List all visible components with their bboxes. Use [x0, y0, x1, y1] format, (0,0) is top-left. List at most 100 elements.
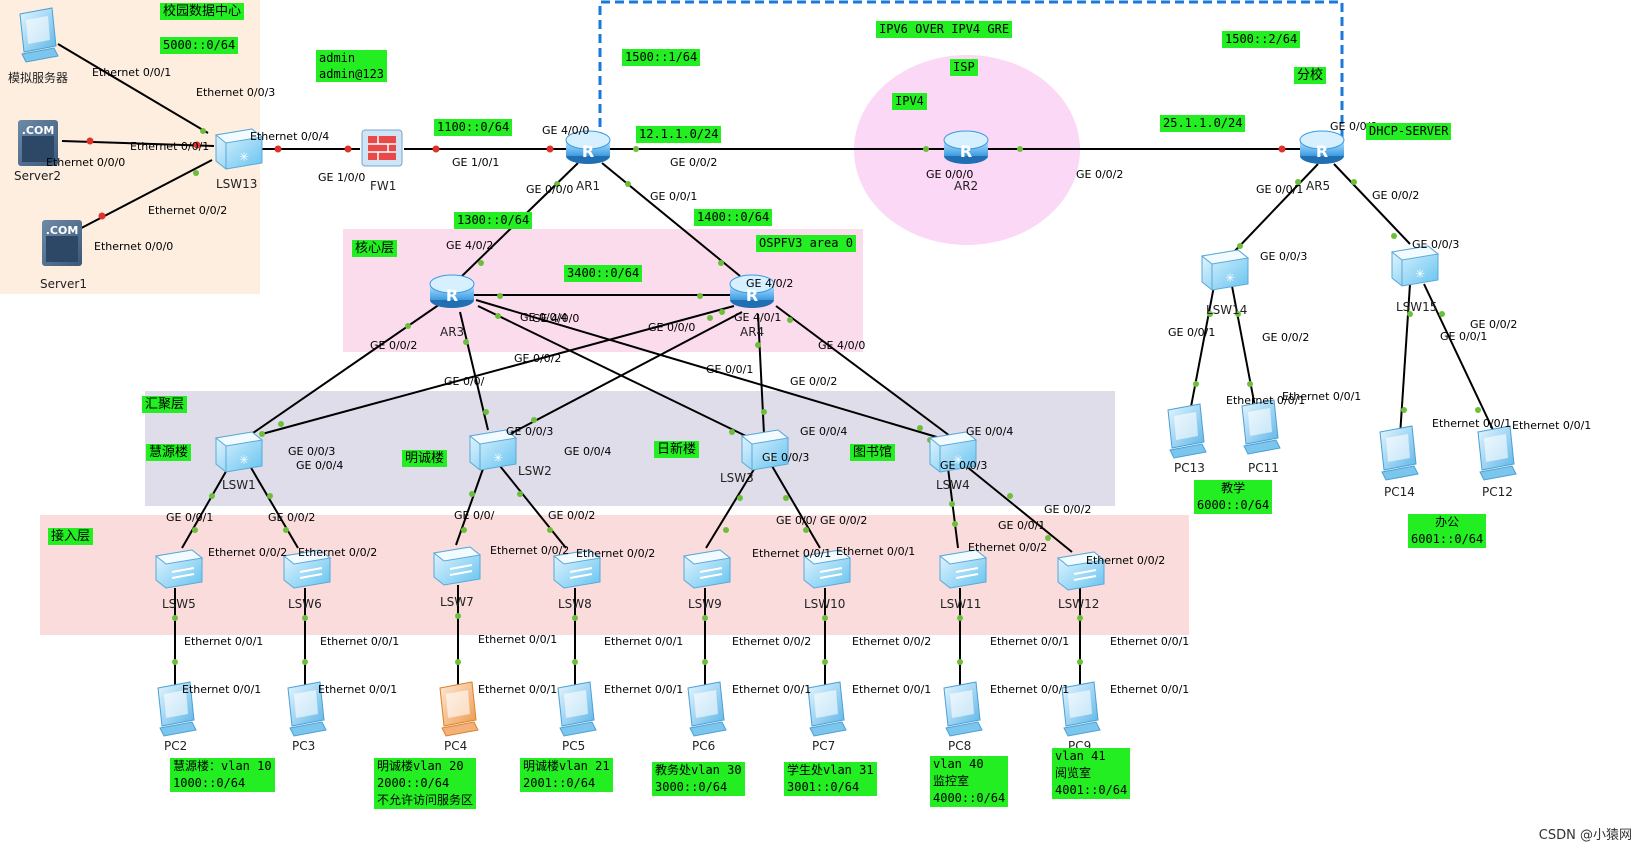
- vlan-box-line: 明诚楼vlan 20: [377, 759, 464, 773]
- pc12-icon[interactable]: [1477, 425, 1517, 481]
- vlan-box-line: 3000::0/64: [655, 780, 728, 794]
- vlan-box-line: 教务处vlan 30: [655, 763, 742, 777]
- device-label: LSW3: [720, 471, 754, 485]
- port-label: GE 0/0/: [454, 509, 495, 522]
- access-layer-title: 接入层: [48, 528, 94, 545]
- branch-title: 分校: [1294, 67, 1327, 84]
- port-label: Ethernet 0/0/1: [130, 140, 209, 153]
- fw1-firewall-icon[interactable]: [361, 129, 403, 167]
- pc14-icon[interactable]: [1379, 425, 1419, 481]
- port-label: GE 4/0/2: [446, 239, 493, 252]
- pc4-icon[interactable]: [439, 681, 479, 737]
- port-label: Ethernet 0/0/1: [990, 683, 1069, 696]
- lsw1-switch-icon[interactable]: [215, 431, 263, 473]
- port-label: Ethernet 0/0/1: [1282, 390, 1361, 403]
- port-label: GE 0/0/2: [1076, 168, 1123, 181]
- building-mingcheng: 明诚楼: [402, 450, 448, 467]
- device-label: PC4: [444, 739, 467, 753]
- simulated-server-pc-icon[interactable]: [19, 7, 59, 63]
- port-label: Ethernet 0/0/1: [92, 66, 171, 79]
- port-label: GE 0/0/2: [514, 352, 561, 365]
- ar3-router-icon[interactable]: [429, 274, 475, 309]
- vlan-box-line: 4000::0/64: [933, 791, 1006, 805]
- port-label: Ethernet 0/0/1: [320, 635, 399, 648]
- port-label: Ethernet 0/0/1: [852, 683, 931, 696]
- lsw11-switch-icon[interactable]: [939, 549, 987, 589]
- lsw14-switch-icon[interactable]: [1201, 249, 1249, 291]
- pc8-icon[interactable]: [943, 681, 983, 737]
- port-label: GE 0/0/2: [1372, 189, 1419, 202]
- vlan-box-line: 6001::0/64: [1411, 532, 1484, 546]
- device-label: LSW15: [1396, 300, 1437, 314]
- port-label: Ethernet 0/0/2: [576, 547, 655, 560]
- pc7-icon[interactable]: [807, 681, 847, 737]
- lsw9-switch-icon[interactable]: [683, 549, 731, 589]
- lsw5-switch-icon[interactable]: [155, 549, 203, 589]
- subnet-ar1-ar4: 1400::0/64: [694, 209, 773, 226]
- vlan-box-line: 4001::0/64: [1055, 783, 1128, 797]
- port-label: Ethernet 0/0/1: [478, 633, 557, 646]
- subnet-ar1-ar2: 12.1.1.0/24: [636, 126, 722, 143]
- device-label: LSW8: [558, 597, 592, 611]
- port-label: GE 0/0/0: [648, 321, 695, 334]
- port-label: Ethernet 0/0/2: [732, 635, 811, 648]
- port-label: GE 0/0/3: [762, 451, 809, 464]
- port-label: Ethernet 0/0/2: [490, 544, 569, 557]
- device-label: AR4: [740, 325, 764, 339]
- port-label: Ethernet 0/0/1: [182, 683, 261, 696]
- port-label: GE 0/0/: [444, 375, 485, 388]
- vlan20-box: 明诚楼vlan 20 2000::0/64 不允许访问服务区: [374, 758, 477, 809]
- ar5-router-icon[interactable]: [1299, 130, 1345, 165]
- vlan-box-line: 明诚楼vlan 21: [523, 759, 610, 773]
- vlan10-box: 慧源楼：vlan 10 1000::0/64: [170, 758, 275, 792]
- vlan30-box: 教务处vlan 30 3000::0/64: [652, 762, 745, 796]
- port-label: GE 4/0/0: [532, 312, 579, 325]
- port-label: GE 0/0/2: [548, 509, 595, 522]
- access-zone: [40, 515, 1189, 635]
- login-credentials: admin admin@123: [316, 50, 388, 82]
- vlan-box-line: 学生处vlan 31: [787, 763, 874, 777]
- gre-tunnel-line: [598, 0, 1344, 155]
- ar2-router-icon[interactable]: [943, 130, 989, 165]
- port-label: GE 0/0/2: [370, 339, 417, 352]
- port-label: GE 0/0/0: [926, 168, 973, 181]
- port-label: Ethernet 0/0/2: [852, 635, 931, 648]
- vlan31-box: 学生处vlan 31 3001::0/64: [784, 762, 877, 796]
- device-label: PC14: [1384, 485, 1415, 499]
- vlan-box-line: 不允许访问服务区: [377, 793, 474, 807]
- port-label: GE 1/0/0: [318, 171, 365, 184]
- port-label: Ethernet 0/0/4: [250, 130, 329, 143]
- datacenter-subnet: 5000::0/64: [160, 37, 239, 54]
- port-label: GE 0/0/3: [288, 445, 335, 458]
- vlan-box-line: vlan 41: [1055, 749, 1106, 763]
- lsw7-switch-icon[interactable]: [433, 546, 481, 586]
- datacenter-title: 校园数据中心: [160, 3, 245, 20]
- device-label: LSW1: [222, 478, 256, 492]
- vlan40-box: vlan 40 监控室 4000::0/64: [930, 756, 1009, 807]
- port-label: GE 0/0/4: [296, 459, 343, 472]
- port-label: Ethernet 0/0/1: [318, 683, 397, 696]
- port-label: Ethernet 0/0/1: [478, 683, 557, 696]
- server1-icon[interactable]: [42, 220, 82, 266]
- device-label: LSW2: [518, 464, 552, 478]
- port-label: GE 4/0/0: [542, 124, 589, 137]
- subnet-ar2-ar5: 25.1.1.0/24: [1160, 115, 1246, 132]
- port-label: Ethernet 0/0/0: [94, 240, 173, 253]
- teaching-subnet-box: 教学 6000::0/64: [1194, 480, 1273, 514]
- isp-ipv4: IPV4: [892, 93, 927, 110]
- device-label: LSW10: [804, 597, 845, 611]
- device-label: LSW13: [216, 177, 257, 191]
- port-label: Ethernet 0/0/1: [836, 545, 915, 558]
- isp-title: ISP: [950, 59, 978, 76]
- lsw15-switch-icon[interactable]: [1391, 245, 1439, 287]
- device-label: LSW11: [940, 597, 981, 611]
- vlan-box-line: 阅览室: [1055, 766, 1092, 780]
- lsw3-switch-icon[interactable]: [741, 429, 789, 471]
- pc11-icon[interactable]: [1241, 399, 1281, 455]
- pc5-icon[interactable]: [557, 681, 597, 737]
- pc6-icon[interactable]: [687, 681, 727, 737]
- pc13-icon[interactable]: [1167, 403, 1207, 459]
- port-label: Ethernet 0/0/2: [208, 546, 287, 559]
- device-label: LSW9: [688, 597, 722, 611]
- device-label: FW1: [370, 179, 396, 193]
